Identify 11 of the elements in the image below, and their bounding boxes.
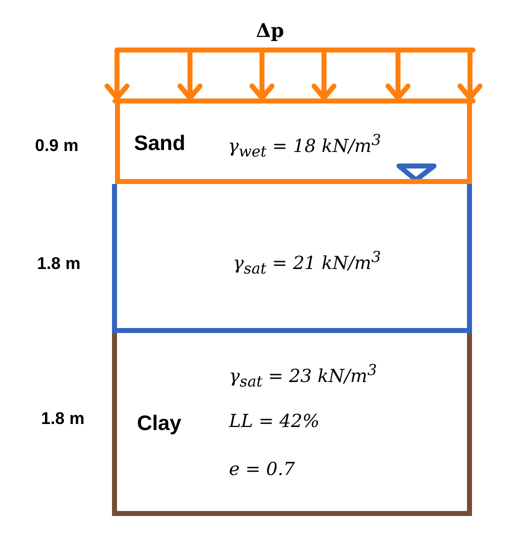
soil-name: Sand: [134, 133, 186, 154]
depth-label: 1.8 m: [37, 254, 80, 274]
depth-label: 1.8 m: [41, 409, 84, 429]
soil-property: LL = 42%: [229, 413, 320, 431]
load-label: Δp: [256, 22, 284, 41]
soil-name: Clay: [137, 413, 182, 434]
soil-property: γ$_{wet}$ = 18 kN/m$^{3}$: [228, 133, 382, 160]
depth-label: 0.9 m: [35, 136, 78, 156]
soil-property: e = 0.7: [229, 461, 295, 479]
soil-property: γ$_{sat}$ = 23 kN/m$^{3}$: [229, 363, 377, 390]
soil-property: γ$_{sat}$ = 21 kN/m$^{3}$: [233, 250, 381, 277]
